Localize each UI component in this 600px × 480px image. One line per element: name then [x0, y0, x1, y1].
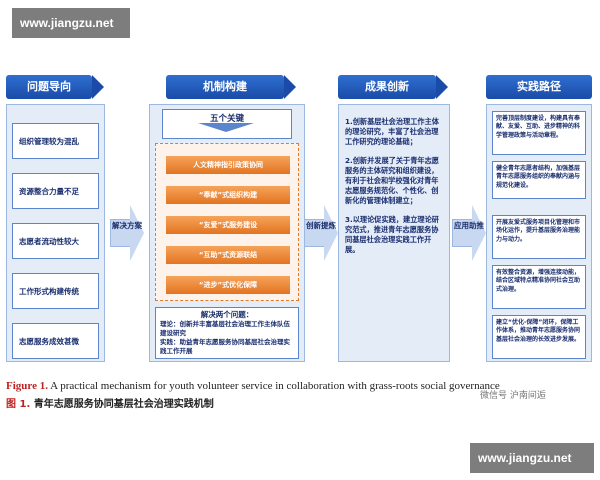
two-problems-practice: 实践：助益青年志愿服务协同基层社会治理实践工作开展 [160, 338, 290, 355]
caption-english: Figure 1. A practical mechanism for yout… [6, 380, 546, 392]
five-keys-title: 五个关键 [209, 114, 244, 124]
key-item: “进步”式优化保障 [166, 276, 290, 294]
account-stamp: 微信号 沪南间逅 [480, 391, 546, 401]
header-outcome: 成果创新 [338, 75, 436, 99]
two-problems-box: 解决两个问题： 理论：创新并丰富基层社会治理工作主体队伍建设研究 实践：助益青年… [155, 307, 299, 359]
arrow-solution-label: 解决方案 [112, 221, 142, 230]
header-arrow-2 [284, 75, 296, 99]
two-problems-title: 解决两个问题： [200, 310, 254, 319]
two-problems-theory: 理论：创新并丰富基层社会治理工作主体队伍建设研究 [160, 320, 290, 337]
key-item: “奉献”式组织构建 [166, 186, 290, 204]
five-keys-pointer [198, 123, 254, 132]
arrow-innovation: 创新提炼 [304, 205, 338, 261]
five-keys-title-box: 五个关键 [162, 109, 292, 139]
path-item: 有效整合资源，增强连接动能，结合区域特点精准协同社会互助式治理。 [492, 265, 586, 309]
caption-chinese: 图 1. 青年志愿服务协同基层社会治理实践机制 [6, 395, 214, 410]
caption-english-text: A practical mechanism for youth voluntee… [47, 380, 500, 392]
header-mechanism: 机制构建 [166, 75, 284, 99]
key-item: “友爱”式服务建设 [166, 216, 290, 234]
path-item: 开展友爱式服务项目化管理和市场化运作，提升基层服务治理能力与动力。 [492, 215, 586, 259]
problem-item: 组织管理较为混乱 [12, 123, 99, 159]
path-item: 建立“优化-保障”闭环，保障工作体系，推动青年志愿服务协同基层社会治理的长效进步… [492, 315, 586, 359]
key-item: “互助”式资源联结 [166, 246, 290, 264]
header-problem: 问题导向 [6, 75, 92, 99]
arrow-application-label: 应用助推 [454, 221, 484, 230]
caption-chinese-text: 青年志愿服务协同基层社会治理实践机制 [30, 399, 214, 410]
header-arrow-3 [436, 75, 448, 99]
key-item: 人文精神指引政策协同 [166, 156, 290, 174]
path-item: 健全青年志愿者结构，加强基层青年志愿服务组织的奉献内涵与规范化建设。 [492, 161, 586, 199]
keys-box: 人文精神指引政策协同 “奉献”式组织构建 “友爱”式服务建设 “互助”式资源联结… [155, 143, 299, 301]
arrow-innovation-label: 创新提炼 [306, 221, 336, 230]
path-item: 完善顶层制度建设，构建具有奉献、友爱、互助、进步精神的科学管理政策与活动章程。 [492, 111, 586, 155]
watermark-top: www.jiangzu.net [12, 8, 130, 38]
caption-english-prefix: Figure 1. [6, 380, 48, 392]
mechanism-column: 五个关键 人文精神指引政策协同 “奉献”式组织构建 “友爱”式服务建设 “互助”… [149, 104, 305, 362]
outcome-item: 2.创新并发展了关于青年志愿服务的主体研究和组织建设，有利于社会和学校强化对青年… [345, 156, 439, 205]
outcome-item: 3.以理论促实践，建立理论研究范式，推进青年志愿服务协同基层社会治理实践工作开展… [345, 215, 439, 254]
problem-item: 工作形式构建传统 [12, 273, 99, 309]
problem-column: 组织管理较为混乱 资源整合力量不足 志愿者流动性较大 工作形式构建传统 志愿服务… [6, 104, 105, 362]
header-path: 实践路径 [486, 75, 592, 99]
header-arrow-1 [92, 75, 104, 99]
problem-item: 资源整合力量不足 [12, 173, 99, 209]
arrow-solution: 解决方案 [110, 205, 144, 261]
path-column: 完善顶层制度建设，构建具有奉献、友爱、互助、进步精神的科学管理政策与活动章程。 … [486, 104, 592, 362]
problem-item: 志愿者流动性较大 [12, 223, 99, 259]
outcome-item: 1.创新基层社会治理工作主体的理论研究，丰富了社会治理工作研究的理论基础； [345, 117, 439, 146]
watermark-bottom: www.jiangzu.net [470, 443, 594, 473]
problem-item: 志愿服务成效甚微 [12, 323, 99, 359]
outcome-column: 1.创新基层社会治理工作主体的理论研究，丰富了社会治理工作研究的理论基础； 2.… [338, 104, 450, 362]
outcome-text: 1.创新基层社会治理工作主体的理论研究，丰富了社会治理工作研究的理论基础； 2.… [345, 117, 445, 264]
caption-chinese-prefix: 图 1. [6, 399, 31, 410]
arrow-application: 应用助推 [452, 205, 486, 261]
